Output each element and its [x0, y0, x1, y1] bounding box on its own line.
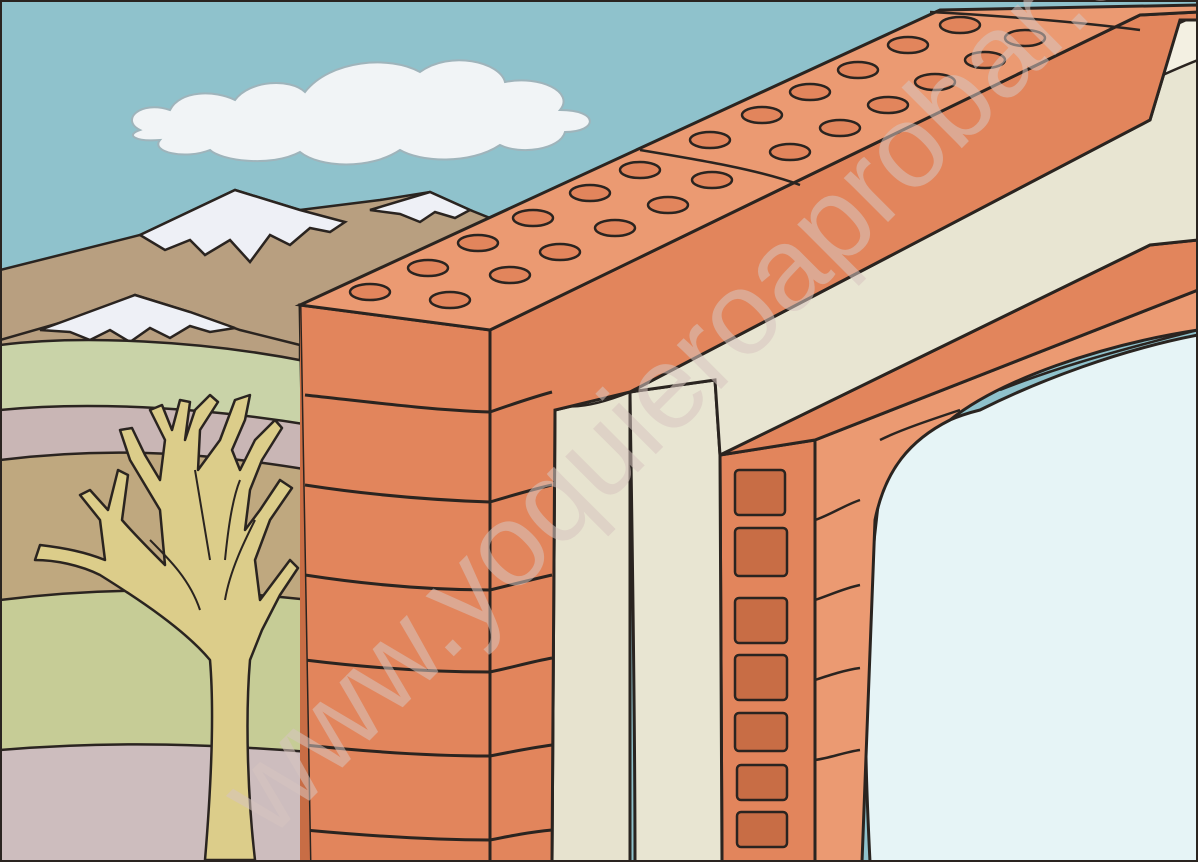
insulation-panel-front: [552, 392, 630, 862]
insulation-panel-second: [630, 380, 722, 862]
outer-brick-wall-end: [300, 305, 490, 862]
ground: [0, 744, 310, 862]
